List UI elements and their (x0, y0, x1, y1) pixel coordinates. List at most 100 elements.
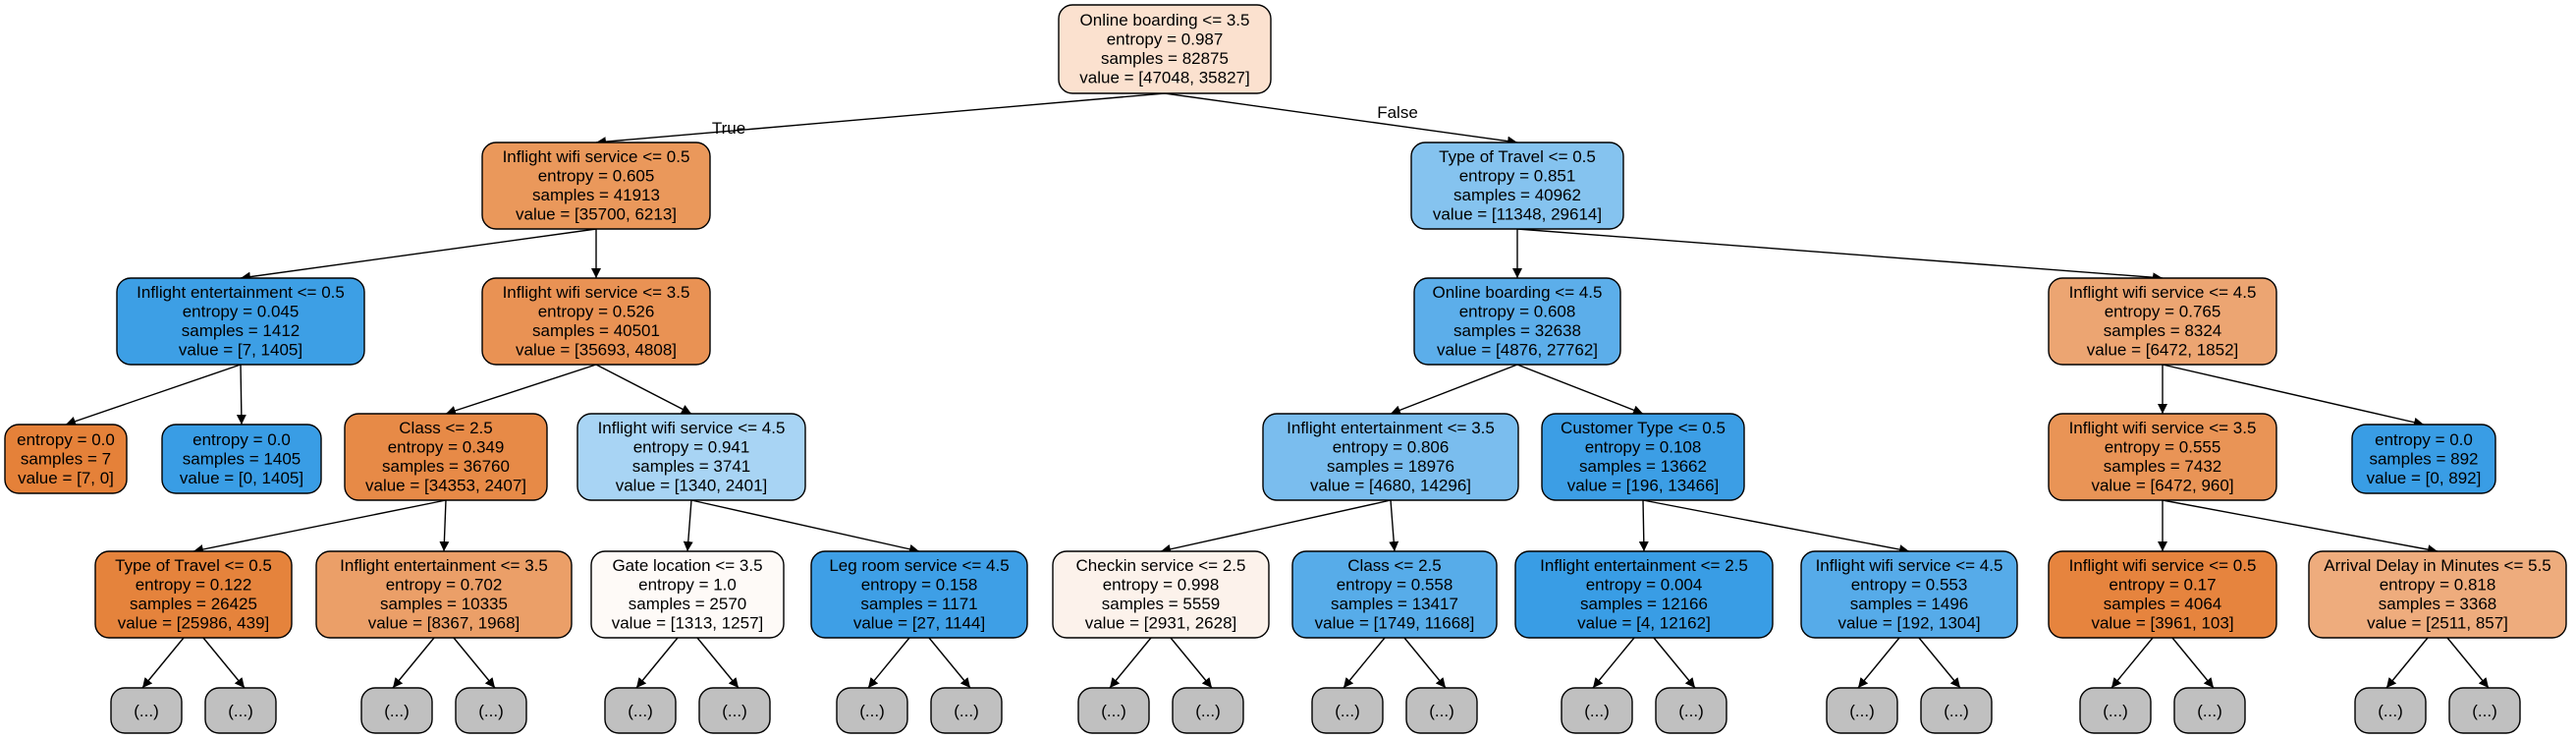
tree-node-line: Inflight entertainment <= 3.5 (1287, 419, 1495, 437)
truncated-node-label: (...) (1335, 702, 1360, 720)
tree-node-line: samples = 4064 (2104, 595, 2222, 613)
tree-edge (192, 499, 447, 554)
truncated-node-box (2448, 687, 2521, 734)
truncated-node-box (204, 687, 277, 734)
tree-node-line: entropy = 0.0 (2375, 430, 2473, 449)
truncated-subtree-node: (...) (2448, 687, 2521, 734)
truncated-node-box (930, 687, 1003, 734)
tree-edge (683, 499, 693, 552)
tree-edge-truncated (1343, 637, 1386, 689)
tree-node-line: value = [4, 12162] (1577, 614, 1711, 633)
tree-node-box (1052, 550, 1270, 639)
tree-node-line: samples = 13417 (1331, 595, 1458, 613)
tree-edge (65, 364, 242, 426)
edge-label-false: False (1377, 103, 1418, 122)
tree-edge-truncated (2385, 637, 2429, 689)
truncated-node-label: (...) (1678, 702, 1704, 720)
tree-node-line: samples = 3741 (632, 457, 751, 476)
tree-node-line: entropy = 0.608 (1459, 303, 1576, 321)
tree-node-line: Type of Travel <= 0.5 (115, 556, 272, 575)
tree-edge-truncated (453, 637, 496, 689)
truncated-node-box (2079, 687, 2152, 734)
tree-node-line: value = [6472, 1852] (2087, 341, 2239, 360)
truncated-node-label: (...) (1584, 702, 1610, 720)
tree-edge (1390, 364, 1518, 416)
tree-node-line: Online boarding <= 3.5 (1080, 11, 1250, 29)
tree-edge-truncated (2110, 637, 2154, 689)
truncated-subtree-node: (...) (360, 687, 433, 734)
tree-edge (690, 499, 920, 554)
truncated-node-label: (...) (1849, 702, 1875, 720)
tree-node-line: value = [4876, 27762] (1437, 341, 1598, 360)
truncated-subtree-node: (...) (1920, 687, 1993, 734)
truncated-subtree-node: (...) (1172, 687, 1244, 734)
tree-node-line: value = [3961, 103] (2091, 614, 2233, 633)
tree-node-line: Inflight wifi service <= 0.5 (2069, 556, 2257, 575)
truncated-node-label: (...) (2197, 702, 2222, 720)
tree-node-line: entropy = 0.555 (2105, 438, 2221, 457)
tree-edge (1516, 364, 1644, 416)
truncated-node-box (604, 687, 677, 734)
tree-node-line: entropy = 0.0 (17, 430, 115, 449)
tree-node-line: Inflight wifi service <= 4.5 (2069, 283, 2257, 302)
tree-node-line: entropy = 0.108 (1585, 438, 1702, 457)
tree-node-line: entropy = 0.0 (192, 430, 291, 449)
truncated-node-label: (...) (722, 702, 747, 720)
truncated-subtree-node: (...) (2173, 687, 2246, 734)
truncated-node-label: (...) (2472, 702, 2497, 720)
tree-node-line: entropy = 0.702 (386, 576, 503, 595)
tree-edge (1389, 499, 1399, 552)
tree-node-box (481, 142, 711, 230)
tree-node-line: Class <= 2.5 (399, 419, 492, 437)
tree-edge-truncated (1403, 637, 1447, 689)
tree-edge-truncated (1653, 637, 1696, 689)
tree-node-line: samples = 8324 (2104, 321, 2222, 340)
tree-node-line: entropy = 0.122 (136, 576, 252, 595)
truncated-subtree-node: (...) (1561, 687, 1633, 734)
tree-node-line: value = [196, 13466] (1567, 477, 1720, 495)
truncated-subtree-node: (...) (836, 687, 908, 734)
tree-node-line: samples = 7432 (2104, 457, 2222, 476)
tree-edge (1642, 499, 1910, 555)
tree-edge (1516, 228, 2164, 283)
tree-edge-labels: True False (712, 103, 1418, 138)
truncated-node-box (1826, 687, 1898, 734)
tree-node-line: value = [11348, 29614] (1433, 205, 1602, 224)
tree-node-line: samples = 892 (2369, 449, 2478, 468)
tree-node-box (1413, 277, 1621, 366)
tree-node-line: entropy = 0.987 (1107, 30, 1224, 49)
tree-node-line: Inflight wifi service <= 4.5 (1816, 556, 2003, 575)
tree-node-line: value = [4680, 14296] (1310, 477, 1471, 495)
tree-edge (445, 364, 597, 416)
tree-node-line: entropy = 0.765 (2105, 303, 2221, 321)
tree-edge (2162, 499, 2439, 555)
tree-node-line: value = [8367, 1968] (368, 614, 521, 633)
tree-node-line: Gate location <= 3.5 (612, 556, 762, 575)
truncated-node-label: (...) (2103, 702, 2128, 720)
truncated-node-box (2173, 687, 2246, 734)
truncated-subtree-node: (...) (204, 687, 277, 734)
truncated-subtree-node: (...) (2354, 687, 2427, 734)
truncated-node-box (1920, 687, 1993, 734)
tree-node-line: samples = 36760 (382, 457, 510, 476)
tree-node-line: samples = 1171 (860, 595, 977, 613)
truncated-subtree-node: (...) (1077, 687, 1150, 734)
tree-node-line: value = [6472, 960] (2091, 477, 2233, 495)
tree-node-line: samples = 32638 (1453, 321, 1581, 340)
tree-node-line: Inflight wifi service <= 3.5 (503, 283, 690, 302)
tree-node-line: value = [25986, 439] (118, 614, 270, 633)
tree-node-box (1541, 413, 1745, 501)
